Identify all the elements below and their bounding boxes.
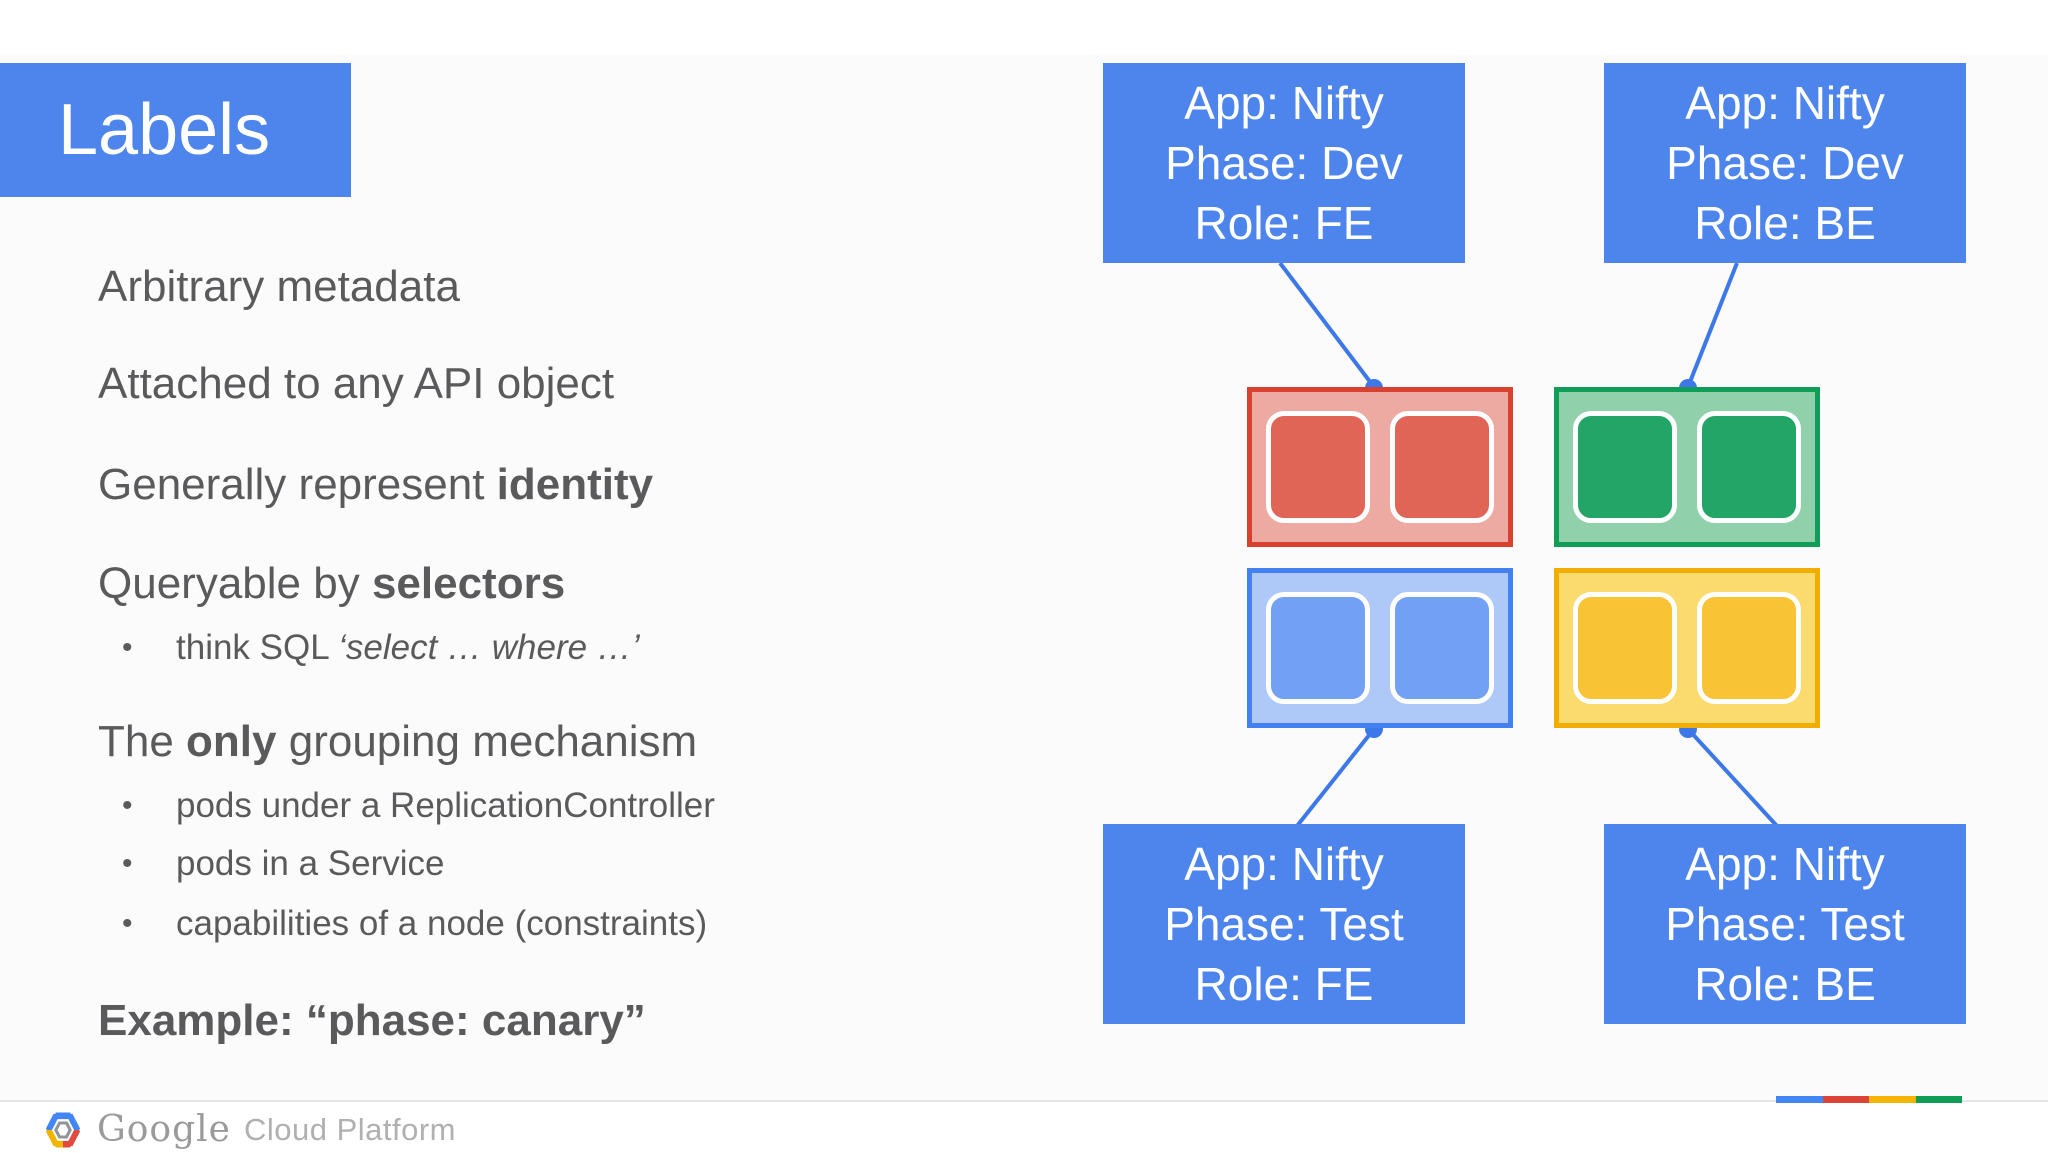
connector-line-yellow-testbe [1686, 727, 1779, 828]
bullet-dot: • [122, 631, 133, 664]
bar-segment-green [1915, 1096, 1962, 1103]
label-box-dev-fe: App: Nifty Phase: Dev Role: FE [1103, 63, 1465, 263]
bullet-dot: • [122, 907, 133, 940]
footer-band [0, 1102, 2048, 1153]
pod-group-blue [1247, 568, 1513, 728]
footer-divider [0, 1100, 2048, 1102]
label-line: Role: BE [1694, 197, 1876, 249]
logo-cloud-platform: Cloud Platform [243, 1111, 456, 1147]
bar-segment-blue [1776, 1096, 1823, 1103]
label-line: App: Nifty [1184, 838, 1384, 890]
bullet-arbitrary-metadata: Arbitrary metadata [98, 262, 460, 311]
gcp-logo: Google Cloud Platform [44, 1109, 456, 1150]
pod-group-red [1247, 387, 1513, 547]
label-line: Phase: Dev [1165, 137, 1403, 189]
bar-segment-yellow [1869, 1096, 1916, 1103]
subbullet-pods-rc: •pods under a ReplicationController [122, 784, 715, 828]
bullet-generally-identity: Generally represent identity [98, 460, 654, 509]
label-box-dev-be: App: Nifty Phase: Dev Role: BE [1604, 63, 1966, 263]
subbullet-pods-service: •pods in a Service [122, 842, 444, 886]
connector-line-devbe-green [1686, 262, 1739, 388]
bar-segment-red [1822, 1096, 1869, 1103]
pod [1266, 411, 1370, 523]
brand-color-bar [1776, 1096, 1962, 1103]
label-line: Phase: Dev [1666, 137, 1904, 189]
bullet-dot: • [122, 789, 133, 822]
label-line: Role: FE [1194, 197, 1374, 249]
pod [1390, 592, 1494, 704]
pod [1697, 411, 1801, 523]
subbullet-think-sql: •think SQL ‘select … where …’ [122, 626, 640, 670]
slide-title-box: Labels [0, 63, 351, 197]
gcp-hexagon-icon [44, 1110, 82, 1149]
label-line: Role: FE [1194, 958, 1374, 1010]
connector-line-blue-testfe [1295, 727, 1376, 828]
bullet-attached-api: Attached to any API object [98, 359, 615, 408]
top-whitespace-band [0, 0, 2048, 55]
pod-group-yellow [1554, 568, 1820, 728]
example-phase-canary: Example: “phase: canary” [98, 996, 646, 1045]
pod [1390, 411, 1494, 523]
pod-group-green [1554, 387, 1820, 547]
label-line: App: Nifty [1685, 838, 1885, 890]
pod [1573, 411, 1677, 523]
label-line: App: Nifty [1685, 77, 1885, 129]
bullet-dot: • [122, 847, 133, 880]
label-line: App: Nifty [1184, 77, 1384, 129]
pod [1697, 592, 1801, 704]
pod [1266, 592, 1370, 704]
label-line: Phase: Test [1164, 898, 1404, 950]
bullet-queryable-selectors: Queryable by selectors [98, 559, 566, 608]
label-line: Role: BE [1694, 958, 1876, 1010]
slide-title: Labels [58, 90, 271, 170]
logo-google-wordmark: Google [97, 1109, 231, 1150]
label-line: Phase: Test [1665, 898, 1905, 950]
subbullet-node-capabilities: •capabilities of a node (constraints) [122, 902, 707, 946]
label-box-test-fe: App: Nifty Phase: Test Role: FE [1103, 824, 1465, 1024]
connector-line-devfe-red [1278, 261, 1376, 389]
bullet-only-grouping: The only grouping mechanism [98, 717, 698, 766]
pod [1573, 592, 1677, 704]
label-box-test-be: App: Nifty Phase: Test Role: BE [1604, 824, 1966, 1024]
